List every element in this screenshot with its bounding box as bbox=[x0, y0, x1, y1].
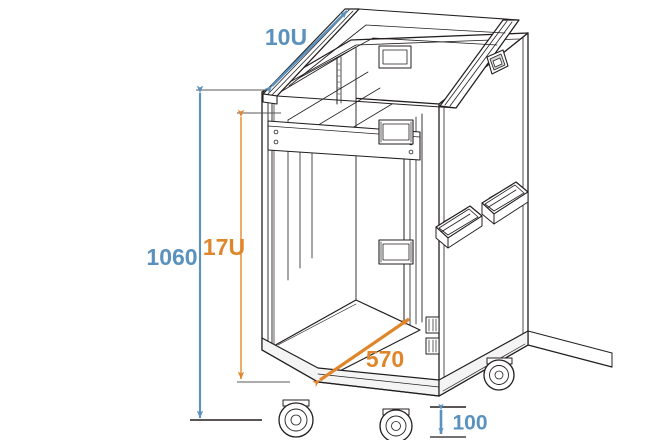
rack-rail-bracket-top bbox=[378, 45, 412, 69]
dim-label-570: 570 bbox=[366, 346, 404, 372]
dimension-labels: 10U 1060 17U 570 100 bbox=[146, 24, 487, 434]
caster-rear-right bbox=[483, 357, 515, 391]
case-geometry bbox=[261, 8, 613, 440]
dim-label-10u: 10U bbox=[265, 24, 307, 50]
interior-back-wall bbox=[271, 46, 393, 348]
butterfly-latch-icon bbox=[486, 49, 509, 75]
edge-hinge-lower bbox=[425, 337, 440, 355]
rack-rail-bracket-lower bbox=[378, 239, 414, 265]
dimension-arrows bbox=[196, 10, 444, 435]
extension-lines bbox=[190, 89, 466, 438]
caster-front-left bbox=[278, 399, 314, 438]
caster-front-right bbox=[379, 408, 413, 440]
side-handle-lower bbox=[435, 205, 483, 249]
dim-arrow-570 bbox=[312, 317, 410, 387]
dim-arrow-10u bbox=[264, 10, 348, 94]
dim-label-1060: 1060 bbox=[146, 244, 197, 270]
side-handle-upper bbox=[481, 181, 529, 225]
dim-label-100: 100 bbox=[452, 412, 487, 435]
edge-hinge-upper bbox=[425, 316, 440, 334]
dim-label-17u: 17U bbox=[203, 234, 245, 260]
rack-rail-bracket-upper bbox=[378, 119, 414, 145]
